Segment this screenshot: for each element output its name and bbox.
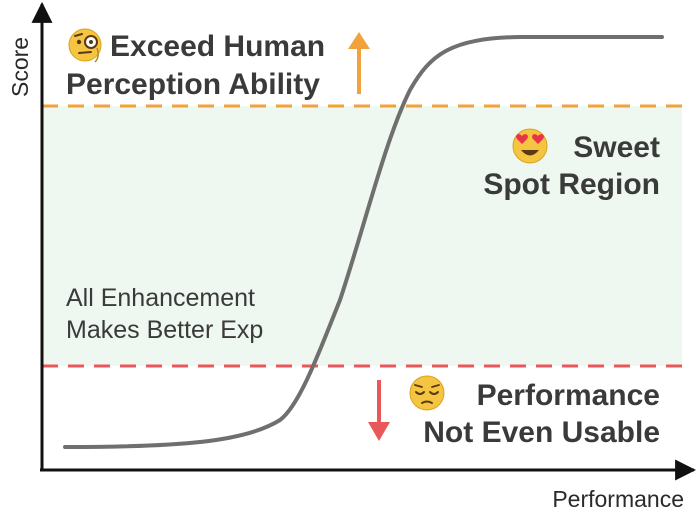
pensive-face-icon [409,375,445,411]
bottom-region-line2: Not Even Usable [423,416,660,449]
top-region-line2: Perception Ability [66,68,320,101]
x-axis-label: Performance [552,486,684,512]
heart-eyes-face-icon [512,128,548,164]
enhancement-line2: Makes Better Exp [66,316,263,344]
sweet-region-line2: Spot Region [483,168,660,201]
top-region-line1: Exceed Human [110,30,325,63]
sweet-region-line1: Sweet [573,131,660,164]
y-axis-label: Score [7,37,33,97]
sigmoid-curve [63,35,664,449]
up-arrow-icon [348,32,370,94]
enhancement-line1: All Enhancement [66,284,255,312]
down-arrow-icon [368,380,390,441]
monocle-face-icon [68,28,102,63]
bottom-region-line1: Performance [477,379,660,412]
